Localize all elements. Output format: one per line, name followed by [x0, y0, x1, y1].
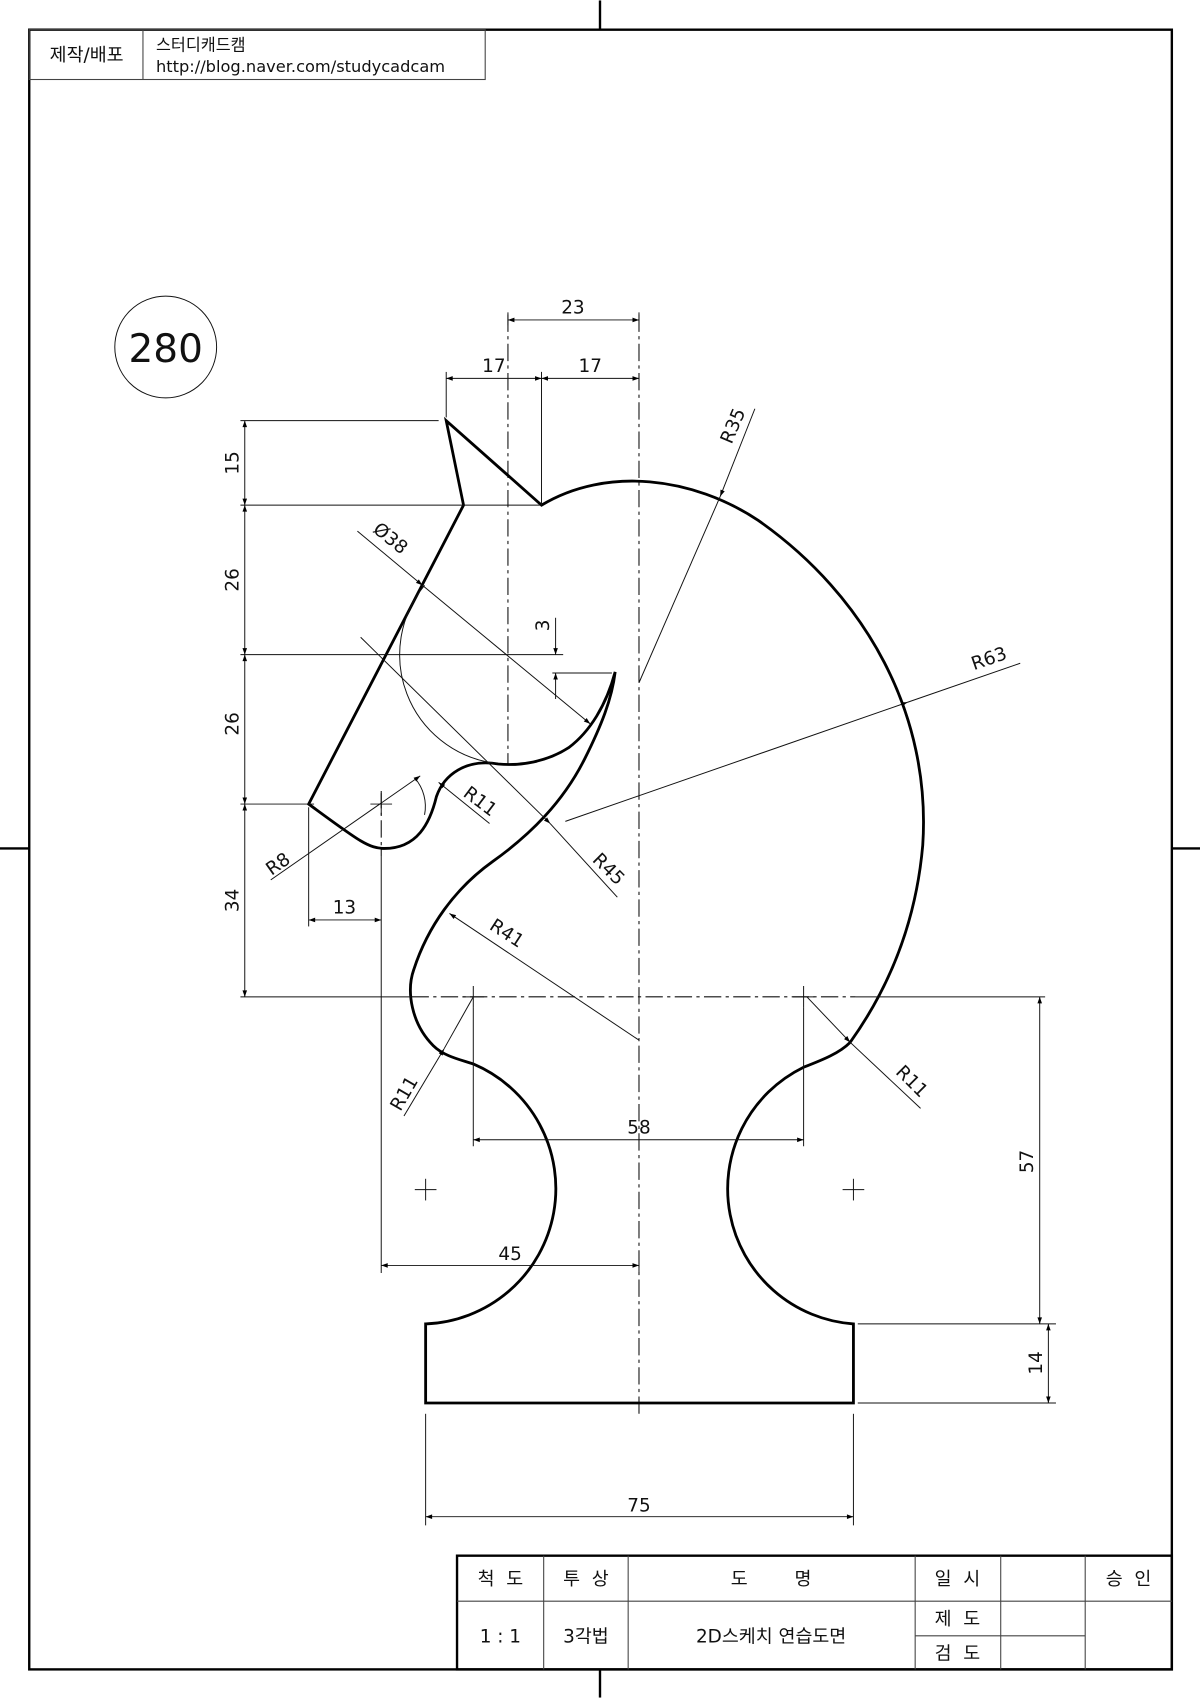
- sheet-border: [28, 28, 1174, 1671]
- drawn-label: 제 도: [935, 1609, 981, 1630]
- dim-15: 15: [222, 451, 243, 474]
- dim-34: 34: [222, 889, 243, 912]
- dim-r45: R45: [588, 849, 628, 889]
- drawing-number: 280: [129, 327, 203, 372]
- scale-value: 1 : 1: [480, 1626, 521, 1647]
- extension-lines: [240, 312, 1056, 1526]
- dim-75: 75: [627, 1495, 650, 1516]
- drawing-name-value: 2D스케치 연습도면: [696, 1626, 846, 1647]
- dim-17-right: 17: [579, 356, 602, 377]
- header-author: 스터디캐드캠: [156, 35, 246, 54]
- dim-r63: R63: [969, 643, 1010, 675]
- construction-circle: [399, 584, 493, 764]
- dim-diameter-38: Ø38: [369, 519, 412, 559]
- dim-r11-right: R11: [891, 1062, 931, 1102]
- title-block: 척 도 투 상 도 명 일 시 승 인 1 : 1 3각법 2D스케치 연습도면…: [455, 1554, 1174, 1671]
- center-lines: [380, 314, 856, 1414]
- dim-26-upper: 26: [222, 568, 243, 591]
- dimension-lines: [242, 317, 1051, 1519]
- drawing-name-label: 도 명: [731, 1569, 812, 1590]
- dim-17-left: 17: [482, 356, 505, 377]
- scale-label: 척 도: [478, 1569, 524, 1590]
- dim-r35: R35: [717, 405, 750, 447]
- dim-14: 14: [1026, 1351, 1047, 1374]
- drawing-number-circle: [114, 295, 218, 399]
- dim-58: 58: [627, 1117, 650, 1138]
- dim-45: 45: [498, 1244, 521, 1265]
- header-block: 제작/배포 스터디캐드캠 http://blog.naver.com/study…: [28, 29, 486, 81]
- header-url: http://blog.naver.com/studycadcam: [156, 57, 445, 76]
- approval-label: 승 인: [1106, 1569, 1152, 1590]
- dim-26-lower: 26: [222, 712, 243, 735]
- dim-3: 3: [533, 619, 554, 631]
- projection-value: 3각법: [563, 1626, 609, 1647]
- r8-arc-construction: [414, 777, 426, 815]
- dim-r8: R8: [262, 849, 294, 880]
- dim-23: 23: [561, 297, 584, 318]
- dim-57: 57: [1017, 1150, 1038, 1173]
- header-label: 제작/배포: [50, 45, 124, 66]
- dim-13: 13: [333, 897, 356, 918]
- projection-label: 투 상: [563, 1569, 609, 1590]
- date-label: 일 시: [935, 1569, 981, 1590]
- checked-label: 검 도: [935, 1644, 981, 1665]
- knight-outline: [306, 416, 925, 1405]
- dim-r41: R41: [486, 915, 528, 952]
